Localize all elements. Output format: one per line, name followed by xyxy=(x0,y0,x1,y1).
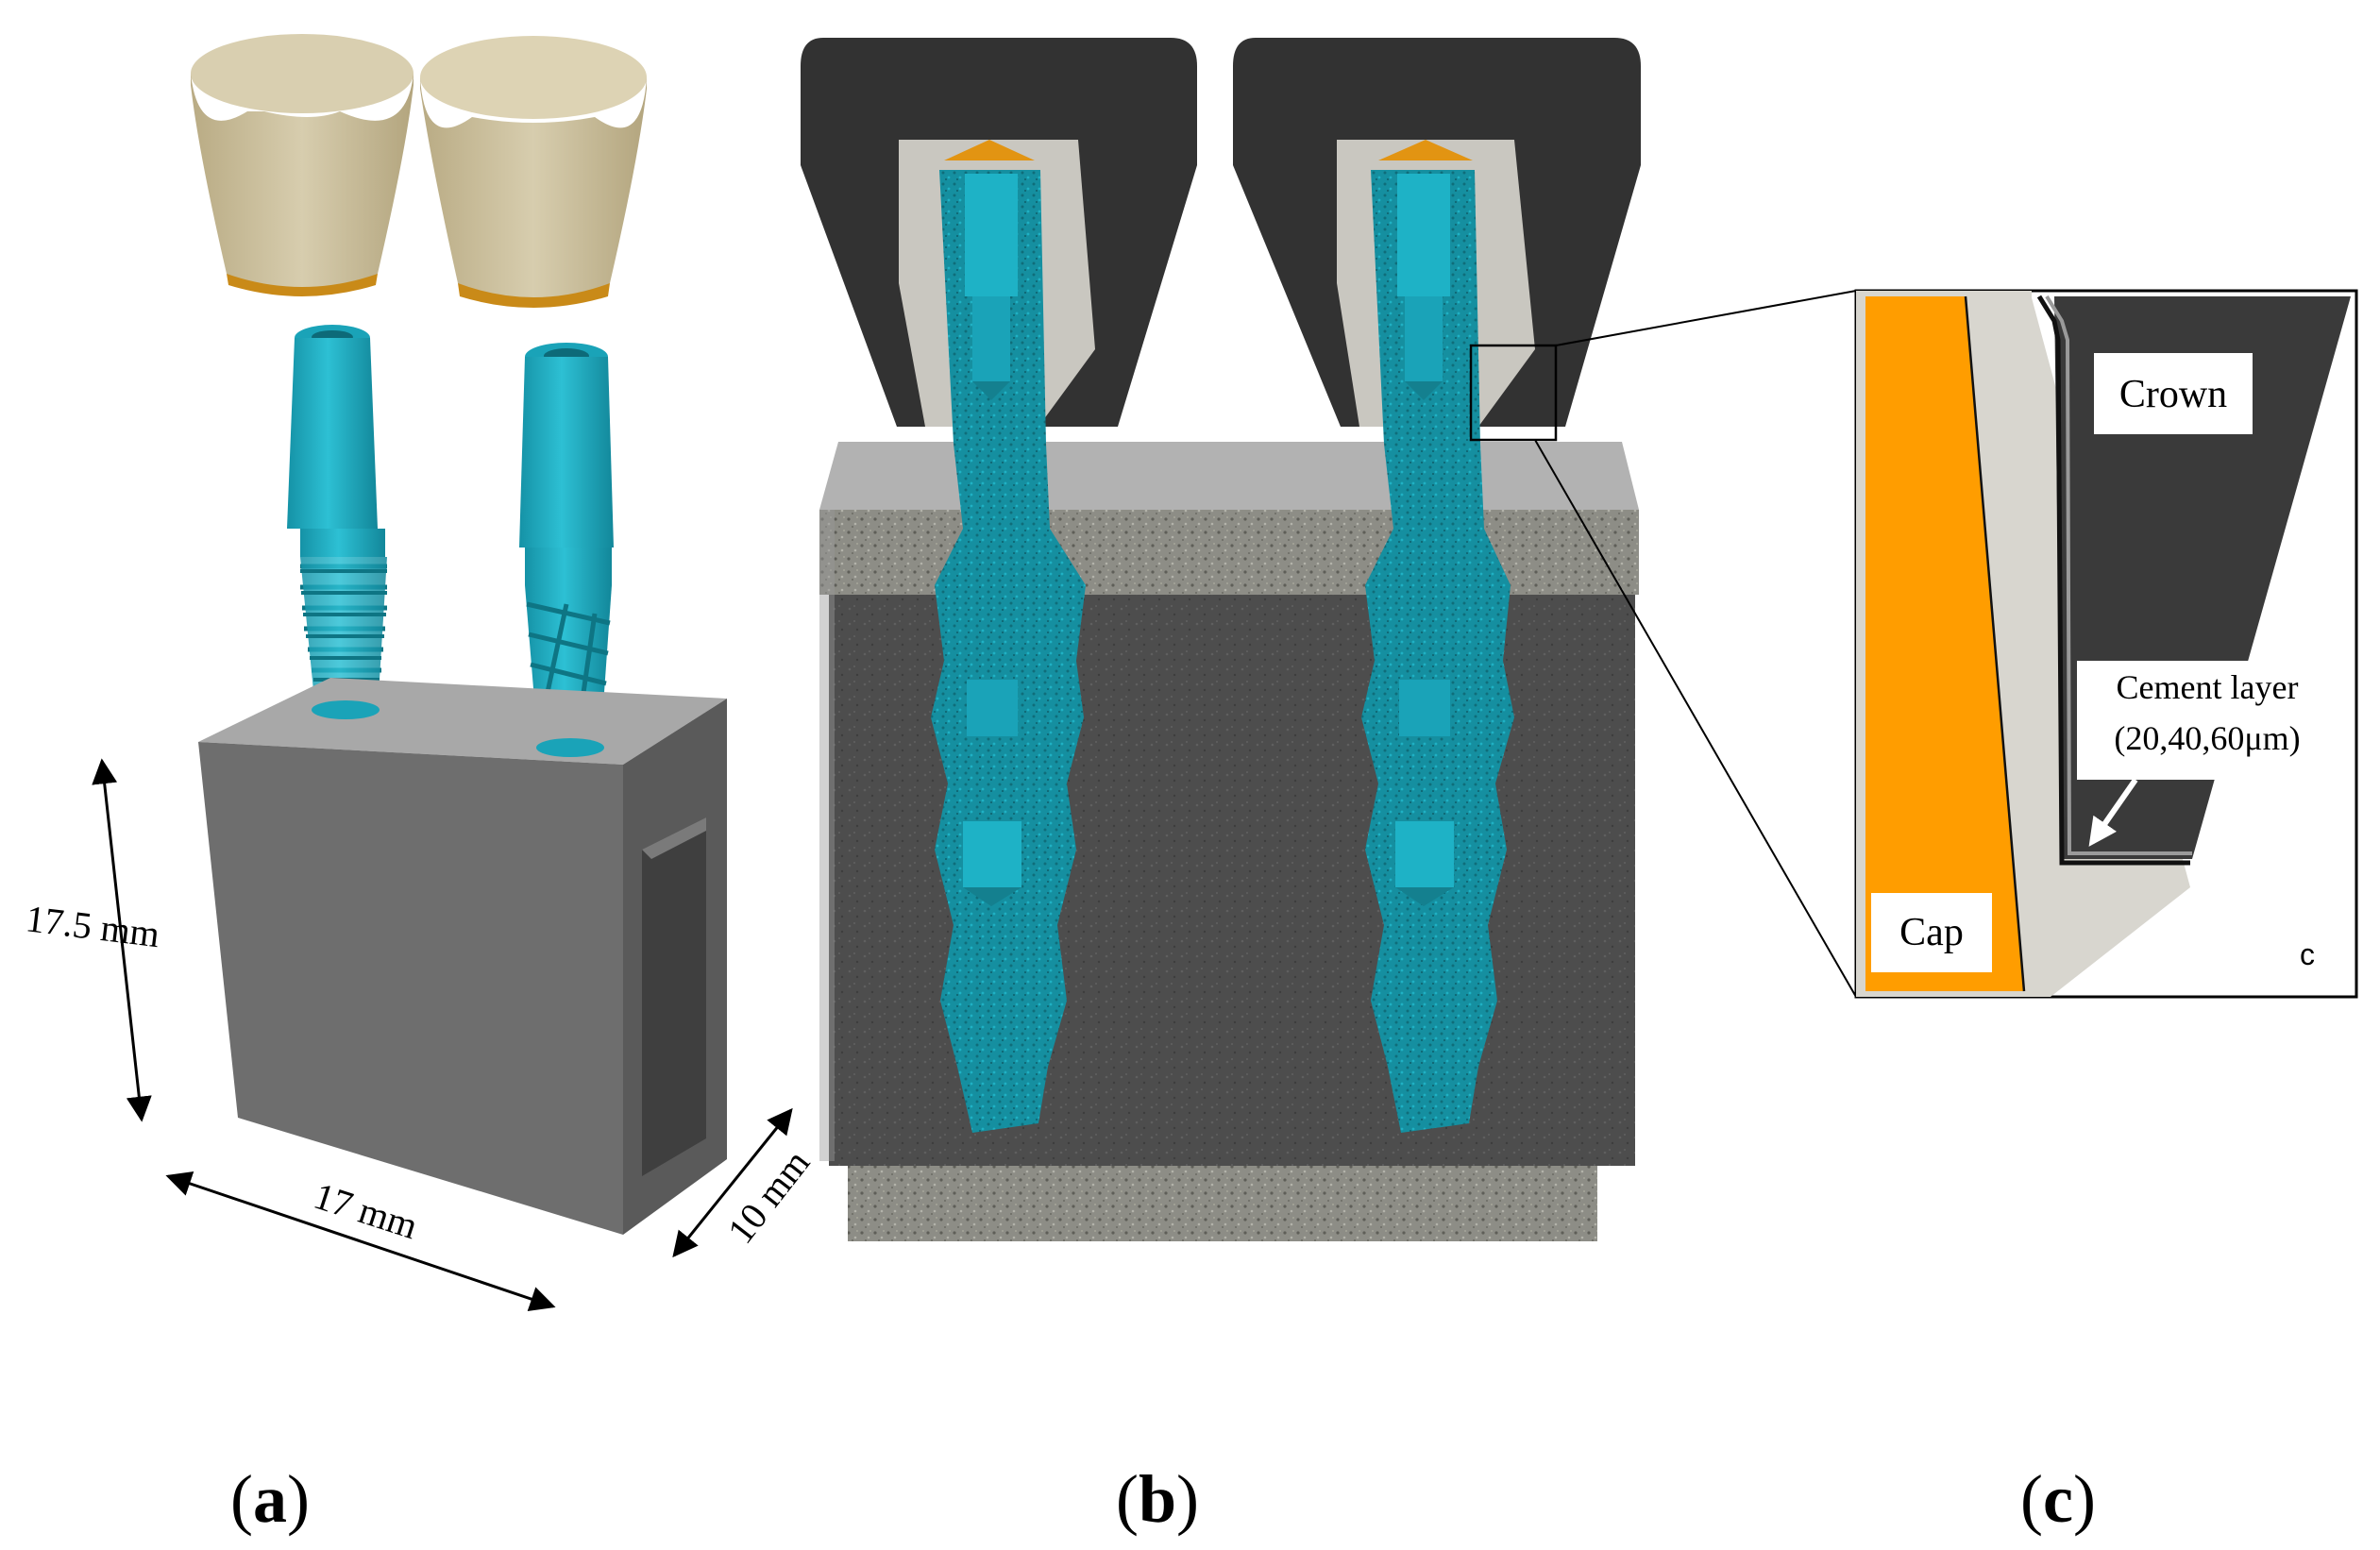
dimension-width-label: 17 mm xyxy=(309,1174,423,1247)
cement-label-line2: (20,40,60μm) xyxy=(2114,719,2300,757)
panel-c: Crown Cap Cement layer (20,40,60μm) c xyxy=(1854,289,2358,999)
dimension-depth-arrow xyxy=(672,1107,793,1258)
crown-label: Crown xyxy=(2119,373,2227,416)
dimension-height-arrow xyxy=(92,758,152,1122)
panel-label-c: (c) xyxy=(2020,1461,2096,1537)
cement-layer xyxy=(2036,295,2190,866)
panel-a: 17.5 mm 17 mm 10 mm xyxy=(24,34,819,1312)
cap-label: Cap xyxy=(1899,911,1964,954)
bone-block xyxy=(198,678,727,1235)
cement-label-line1: Cement layer xyxy=(2117,668,2299,706)
implant-left xyxy=(287,325,387,716)
dimension-height-label: 17.5 mm xyxy=(24,897,162,955)
dimension-depth-label: 10 mm xyxy=(719,1141,819,1251)
crown-right xyxy=(420,36,647,308)
panel-label-b: (b) xyxy=(1116,1461,1199,1537)
cortical-bone-lower xyxy=(848,1166,1597,1241)
crown-left xyxy=(191,34,414,296)
detail-corner-mark: c xyxy=(2300,937,2315,971)
zoom-region-box xyxy=(1469,344,1558,442)
panel-label-a: (a) xyxy=(230,1461,310,1537)
implant-section-right xyxy=(1361,170,1514,1133)
cap-region xyxy=(1865,296,2024,991)
implant-right xyxy=(519,343,614,752)
implant-section-left xyxy=(931,170,1086,1133)
cement-pointer-arrow xyxy=(2088,778,2138,847)
dimension-width-arrow xyxy=(165,1171,556,1312)
bone-top-face xyxy=(819,442,1639,510)
panel-b xyxy=(801,38,1857,1241)
